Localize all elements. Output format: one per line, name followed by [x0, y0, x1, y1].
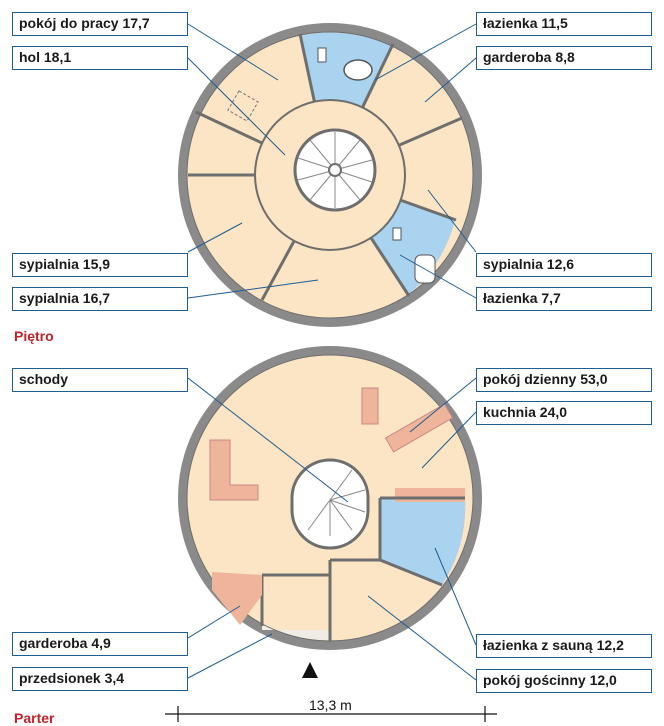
label-sypialnia-15: sypialnia 15,9	[12, 253, 188, 277]
wardrobe-icon	[212, 572, 262, 625]
upper-floor-plan	[178, 23, 482, 327]
ground-bathroom	[380, 498, 466, 585]
label-sypialnia-12: sypialnia 12,6	[476, 253, 652, 277]
dimension-line	[165, 706, 497, 722]
label-pokoj-do-pracy: pokój do pracy 17,7	[12, 12, 188, 36]
dimension-label: 13,3 m	[309, 697, 352, 713]
label-hol: hol 18,1	[12, 46, 188, 70]
ground-floor-title: Parter	[14, 710, 55, 726]
entrance-area	[262, 624, 330, 641]
ground-staircase	[307, 469, 366, 536]
ground-partition-walls	[260, 496, 465, 641]
entrance-arrow-icon	[302, 662, 318, 678]
label-garderoba-4: garderoba 4,9	[12, 632, 188, 656]
sofa-icon	[209, 439, 259, 501]
dining-table-icon	[361, 387, 379, 425]
sauna-bench	[395, 488, 465, 502]
label-schody: schody	[12, 368, 188, 392]
label-garderoba-8: garderoba 8,8	[476, 46, 652, 70]
label-lazienka-sauna: łazienka z sauną 12,2	[476, 634, 652, 658]
bathtub-icon	[343, 59, 373, 81]
ground-floor-plan	[178, 346, 482, 650]
upper-floor-title: Piętro	[14, 328, 54, 344]
toilet-icon	[317, 47, 327, 63]
label-pokoj-dzienny: pokój dzienny 53,0	[476, 368, 652, 392]
skylight-icon	[227, 90, 259, 122]
sink-icon	[392, 227, 402, 241]
kitchen-counter-icon	[384, 403, 454, 453]
label-lazienka-11: łazienka 11,5	[476, 12, 652, 36]
label-przedsionek: przedsionek 3,4	[12, 667, 188, 691]
label-kuchnia: kuchnia 24,0	[476, 401, 652, 425]
leader-lines	[187, 23, 477, 681]
label-sypialnia-16: sypialnia 16,7	[12, 287, 188, 311]
label-pokoj-goscinny: pokój gościnny 12,0	[476, 669, 652, 693]
label-lazienka-7: łazienka 7,7	[476, 287, 652, 311]
